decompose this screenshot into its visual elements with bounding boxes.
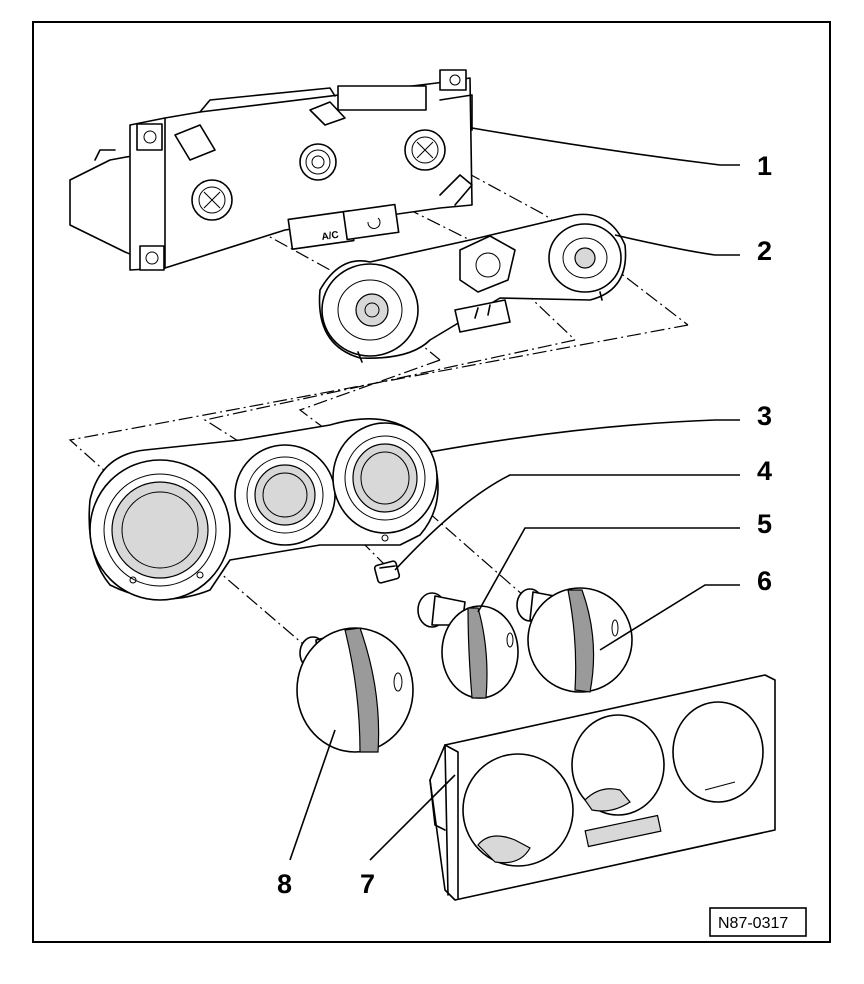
leader-lines [289, 127, 740, 861]
part-3-trim-ring-housing [88, 418, 439, 601]
callout-4: 4 [757, 456, 772, 486]
part-8-knob [296, 627, 414, 753]
callout-6: 6 [757, 566, 772, 596]
part-4-bulb [373, 560, 401, 584]
ac-button-label: A/C [321, 230, 340, 243]
part-6-knob [516, 587, 633, 693]
callout-8: 8 [277, 869, 292, 899]
part-5-knob [417, 592, 519, 699]
callout-7: 7 [360, 869, 375, 899]
callout-3: 3 [757, 401, 772, 431]
part-2-cable-assembly [318, 213, 627, 363]
callout-1: 1 [757, 151, 772, 181]
callout-2: 2 [757, 236, 772, 266]
callout-5: 5 [757, 509, 772, 539]
part-7-facia-panel [429, 674, 776, 901]
reference-code-box [709, 907, 807, 937]
part-1-control-housing: A/C [69, 69, 473, 271]
reference-code: N87-0317 [718, 915, 788, 932]
